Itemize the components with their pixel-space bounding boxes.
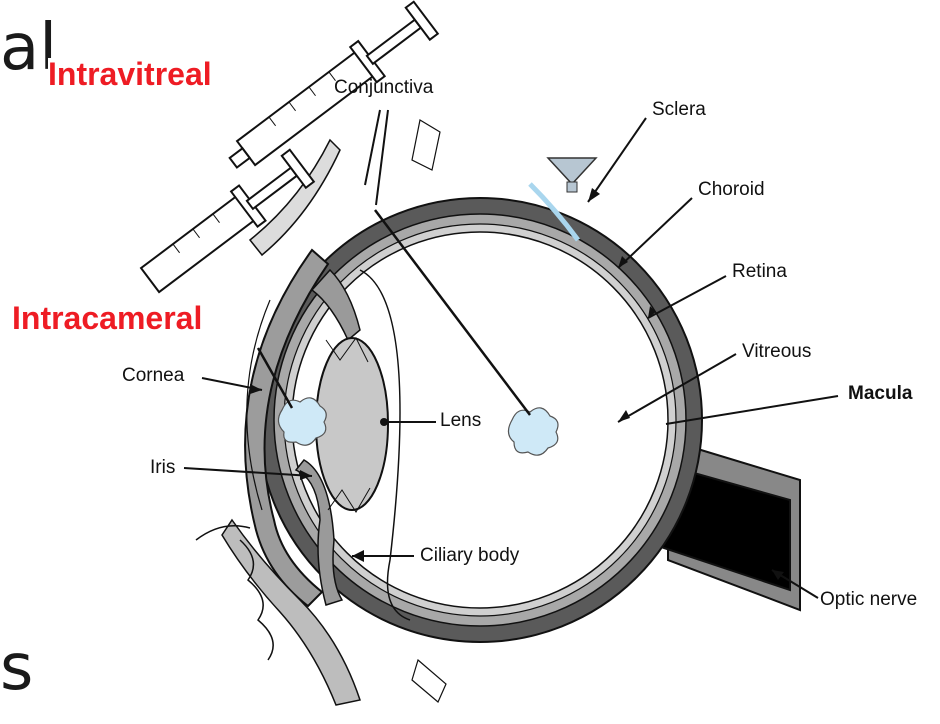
cornea-label: Cornea	[122, 366, 184, 385]
intracameral-label: Intracameral	[12, 302, 202, 334]
conjunctiva-label: Conjunctiva	[334, 78, 433, 97]
macula-label: Macula	[848, 384, 912, 403]
sclera-label: Sclera	[652, 100, 706, 119]
iris-label: Iris	[150, 458, 175, 477]
lens	[316, 338, 388, 510]
intravitreal-label: Intravitreal	[48, 58, 212, 90]
ciliary-body-label: Ciliary body	[420, 546, 519, 565]
vitreous-label: Vitreous	[742, 342, 811, 361]
retina-label: Retina	[732, 262, 787, 281]
lens-label: Lens	[440, 411, 481, 430]
optic-nerve-label: Optic nerve	[820, 590, 917, 609]
choroid-label: Choroid	[698, 180, 765, 199]
clipped-bullet-fragment: s	[0, 636, 33, 700]
